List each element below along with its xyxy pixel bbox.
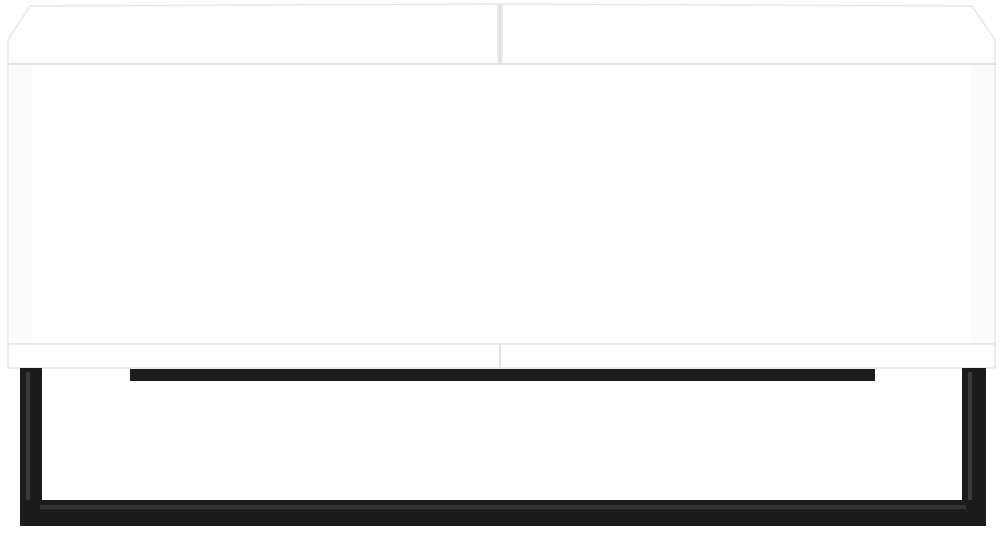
tabletop-right-panel bbox=[501, 3, 996, 65]
frame-right-leg bbox=[962, 368, 986, 526]
body-front-panel bbox=[7, 63, 996, 345]
bottom-board bbox=[7, 343, 996, 369]
tabletop-left-panel bbox=[7, 3, 499, 65]
frame-bottom-bar bbox=[20, 500, 986, 526]
body-left-edge-shade bbox=[10, 66, 32, 342]
tabletop bbox=[7, 3, 996, 65]
body-right-edge-shade bbox=[971, 66, 993, 342]
bottom-board-front bbox=[7, 343, 996, 369]
frame-right-leg-highlight bbox=[968, 372, 972, 522]
frame-left-leg bbox=[20, 368, 42, 526]
frame-bottom-bar-highlight bbox=[40, 505, 966, 509]
frame-left-leg-highlight bbox=[26, 372, 30, 522]
table-body bbox=[7, 63, 996, 345]
frame-top-crossbar bbox=[130, 369, 875, 381]
metal-frame bbox=[20, 368, 986, 526]
